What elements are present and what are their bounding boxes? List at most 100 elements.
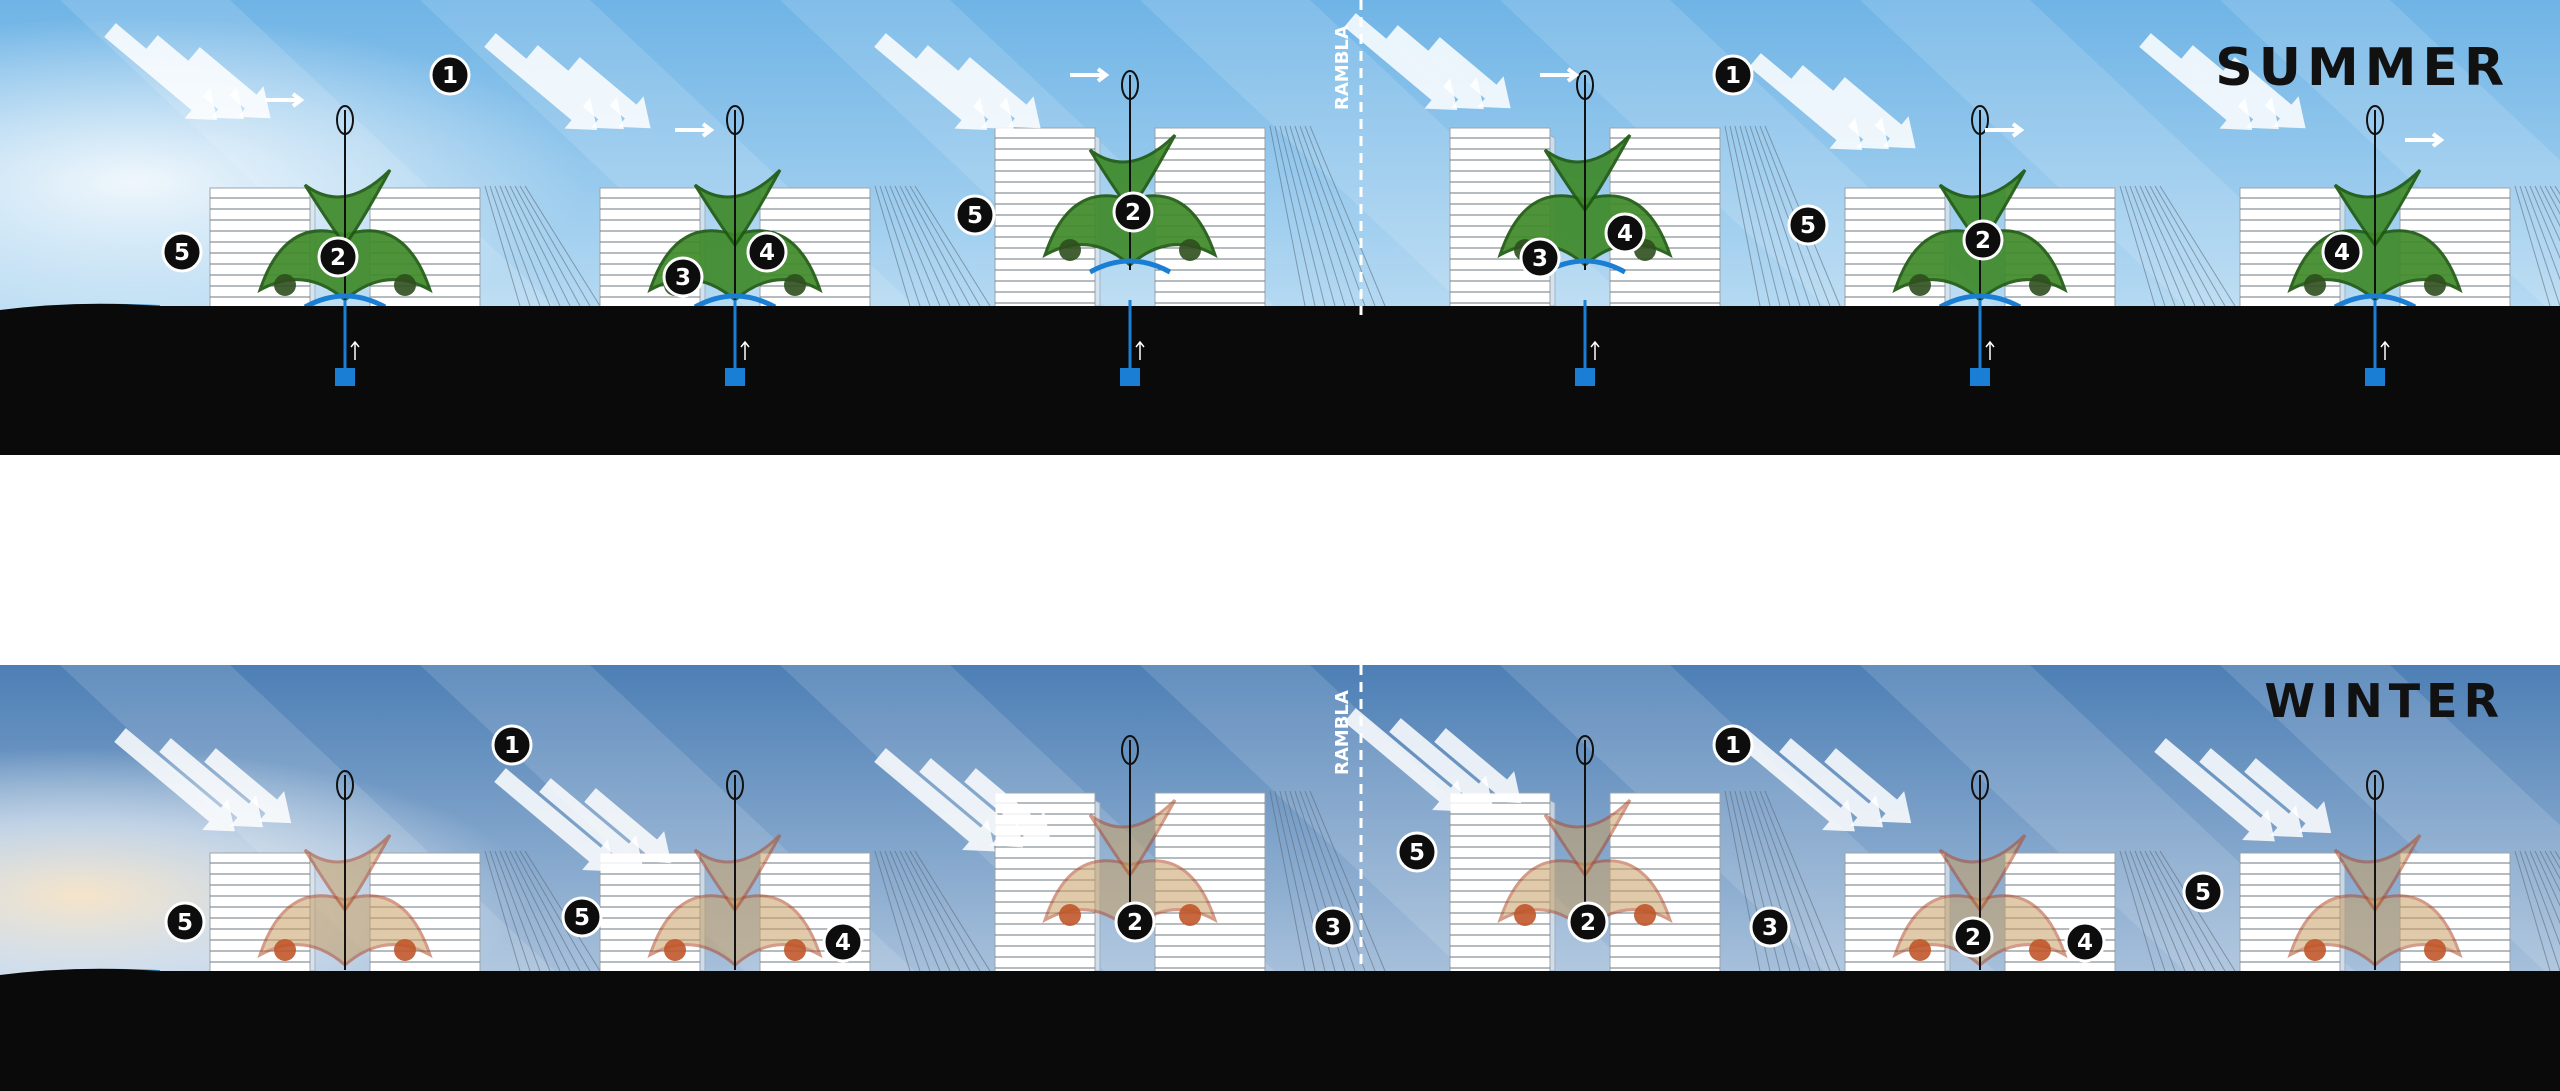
tree xyxy=(2029,939,2051,961)
ventilation-arrow xyxy=(916,45,1014,130)
callout-marker: 4 xyxy=(2321,231,2363,273)
marker-number: 5 xyxy=(1409,840,1425,866)
ventilation-arrow xyxy=(874,33,988,130)
breeze-arrow-icon xyxy=(1540,67,1580,83)
marker-number: 5 xyxy=(174,240,190,266)
funnel xyxy=(693,168,782,248)
callout-marker: 2 xyxy=(1114,901,1156,943)
wind-turbine-icon xyxy=(2366,770,2384,800)
ventilation-arrow xyxy=(1791,65,1889,150)
funnel xyxy=(1543,133,1632,213)
funnel xyxy=(693,833,782,913)
funnel xyxy=(303,833,392,913)
marker-number: 2 xyxy=(330,245,346,271)
up-arrow-icon xyxy=(1985,340,1995,360)
water-channel xyxy=(2333,293,2417,310)
cistern xyxy=(1970,368,1990,386)
cistern xyxy=(725,368,745,386)
tree xyxy=(2029,274,2051,296)
wind-turbine-icon xyxy=(336,105,354,135)
sun-arrow xyxy=(539,778,644,868)
ventilation-arrow xyxy=(484,33,598,130)
ground-section xyxy=(0,303,2560,455)
ventilation-arrow xyxy=(104,23,218,120)
building-left xyxy=(1449,792,1551,1004)
sun-arrow xyxy=(1389,718,1494,808)
season-label: WINTER xyxy=(2264,674,2505,728)
wind-turbine-icon xyxy=(1576,70,1594,100)
marker-number: 1 xyxy=(1725,63,1741,89)
funnel xyxy=(1543,798,1632,878)
tree xyxy=(664,939,686,961)
marker-number: 3 xyxy=(1762,915,1778,941)
callout-marker: 4 xyxy=(2064,921,2106,963)
water-channel xyxy=(693,293,777,310)
funnel xyxy=(1088,133,1177,213)
callout-marker: 2 xyxy=(1112,191,1154,233)
up-arrow-icon xyxy=(350,340,360,360)
ventilation-arrow xyxy=(2223,57,2306,129)
water-channel xyxy=(1938,293,2022,310)
tree xyxy=(1179,239,1201,261)
rambla-label: RAMBLA xyxy=(1332,25,1353,110)
water-channel xyxy=(303,293,387,310)
water-channel xyxy=(1088,258,1172,275)
ventilation-arrow xyxy=(958,57,1041,129)
sun-arrow xyxy=(1734,728,1855,832)
wind-turbine-icon xyxy=(726,105,744,135)
sun-arrow xyxy=(1824,748,1912,824)
sun-arrow xyxy=(204,748,292,824)
wind-turbine-icon xyxy=(1121,70,1139,100)
cistern xyxy=(2365,368,2385,386)
tree xyxy=(1909,274,1931,296)
marker-number: 4 xyxy=(1617,221,1633,247)
funnel xyxy=(303,168,392,248)
breeze-arrow-icon xyxy=(1985,122,2025,138)
ventilation-arrow xyxy=(1344,13,1458,110)
marker-number: 1 xyxy=(1725,733,1741,759)
tree xyxy=(1514,904,1536,926)
marker-number: 4 xyxy=(2077,930,2093,956)
tree xyxy=(2424,939,2446,961)
ventilation-arrow xyxy=(1428,37,1511,109)
marker-number: 5 xyxy=(2195,880,2211,906)
module-4 xyxy=(1449,735,1841,1004)
ventilation-arrow xyxy=(526,45,624,130)
ground-section xyxy=(0,968,2560,1091)
ventilation-arrow xyxy=(1386,25,1484,110)
marker-number: 4 xyxy=(759,240,775,266)
callout-marker: 3 xyxy=(1312,906,1354,948)
ventilation-arrow xyxy=(188,47,271,119)
marker-number: 1 xyxy=(504,733,520,759)
callout-marker: 4 xyxy=(1604,212,1646,254)
wind-turbine-icon xyxy=(726,770,744,800)
wind-turbine-icon xyxy=(1121,735,1139,765)
callout-marker: 5 xyxy=(561,896,603,938)
marker-number: 2 xyxy=(1975,228,1991,254)
breeze-arrow-icon xyxy=(265,92,305,108)
tree xyxy=(1059,239,1081,261)
sun-arrow xyxy=(2199,748,2304,838)
callout-marker: 1 xyxy=(491,724,533,766)
breeze-arrow-icon xyxy=(1070,67,1110,83)
tree xyxy=(2304,939,2326,961)
season-label: SUMMER xyxy=(2215,38,2510,98)
tree xyxy=(274,274,296,296)
funnel xyxy=(2333,168,2422,248)
breeze-arrow-icon xyxy=(2405,132,2445,148)
module-3 xyxy=(994,70,1386,339)
marker-number: 3 xyxy=(675,265,691,291)
funnel xyxy=(1938,168,2027,248)
ventilation-arrow xyxy=(1749,53,1863,150)
marker-number: 4 xyxy=(2334,240,2350,266)
marker-number: 2 xyxy=(1125,200,1141,226)
callout-marker: 2 xyxy=(317,236,359,278)
tree xyxy=(1059,904,1081,926)
marker-number: 5 xyxy=(574,905,590,931)
cistern xyxy=(1575,368,1595,386)
sun-arrow xyxy=(159,738,264,828)
